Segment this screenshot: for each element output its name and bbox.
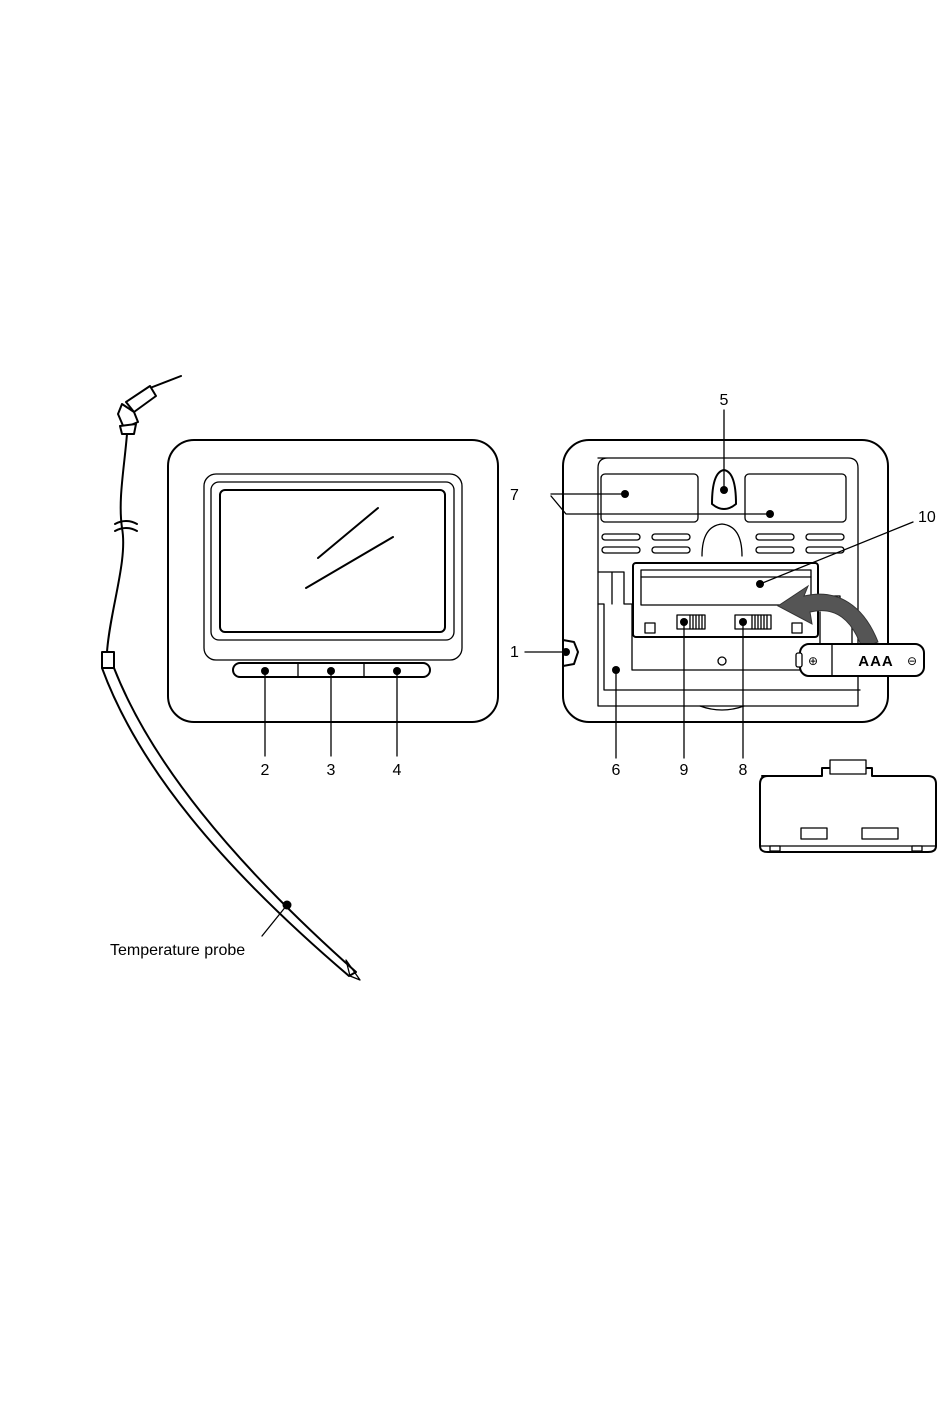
- probe-jack-plug: [118, 376, 181, 434]
- callout-6: 6: [612, 762, 621, 779]
- callout-3: 3: [327, 762, 336, 779]
- magnet-pad-left: [601, 474, 698, 522]
- battery-door: [760, 760, 936, 852]
- probe-cable: [107, 434, 127, 652]
- aaa-battery: ⊕ AAA ⊖: [796, 644, 924, 676]
- callout-4: 4: [393, 762, 402, 779]
- magnet-pad-right: [745, 474, 846, 522]
- callout-7: 7: [510, 487, 519, 504]
- lcd-screen: [220, 490, 445, 632]
- battery-minus-symbol: ⊖: [907, 654, 917, 668]
- probe-label: Temperature probe: [110, 942, 245, 959]
- back-view: 1 7 5: [510, 392, 936, 779]
- battery-type-label: AAA: [858, 653, 894, 670]
- callout-10: 10: [918, 509, 936, 526]
- front-view: 2 3 4: [168, 440, 498, 779]
- battery-plus-symbol: ⊕: [808, 654, 818, 668]
- callout-2: 2: [261, 762, 270, 779]
- callout-1: 1: [510, 644, 519, 661]
- callout-8: 8: [739, 762, 748, 779]
- callout-5: 5: [720, 392, 729, 409]
- callout-9: 9: [680, 762, 689, 779]
- probe-sleeve: [102, 652, 114, 668]
